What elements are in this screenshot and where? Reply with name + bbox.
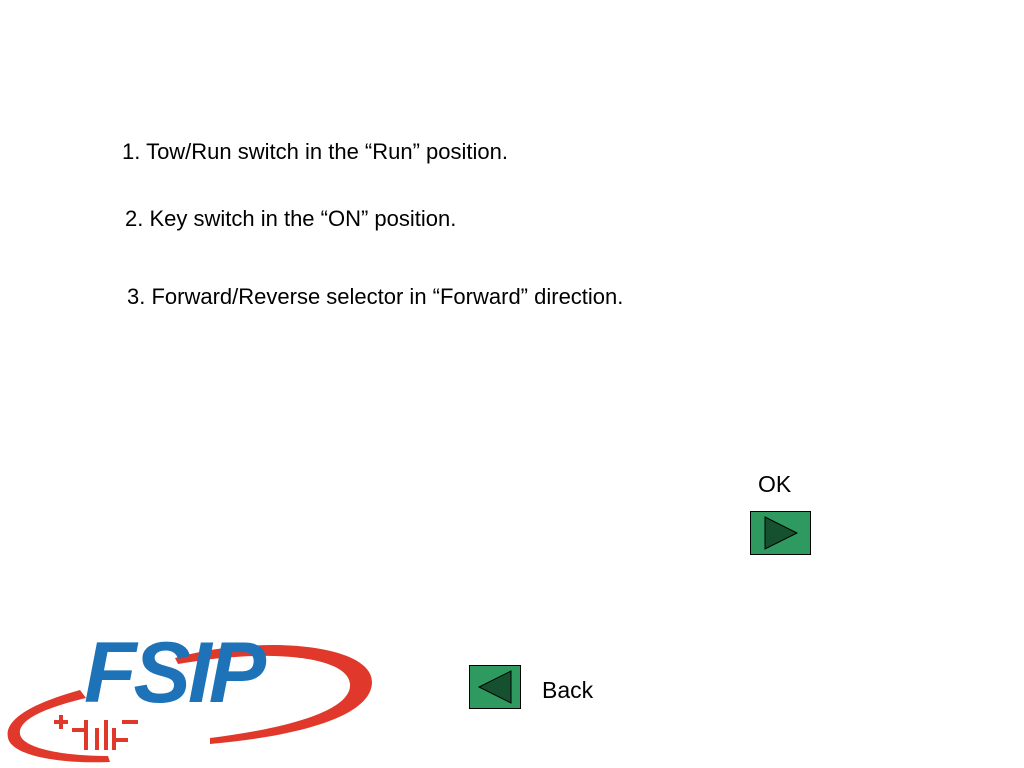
instruction-step-2: 2. Key switch in the “ON” position. <box>125 206 457 231</box>
back-label[interactable]: Back <box>542 677 594 703</box>
logo-text: FSIP <box>84 625 267 721</box>
back-button[interactable] <box>469 665 521 709</box>
instruction-step-1: 1. Tow/Run switch in the “Run” position. <box>122 139 508 164</box>
ok-button[interactable] <box>750 511 811 555</box>
play-left-icon <box>477 670 512 704</box>
play-right-icon <box>764 516 799 550</box>
ok-label: OK <box>758 471 792 497</box>
fsip-logo: FSIP <box>7 625 372 763</box>
instruction-step-3: 3. Forward/Reverse selector in “Forward”… <box>127 284 624 309</box>
